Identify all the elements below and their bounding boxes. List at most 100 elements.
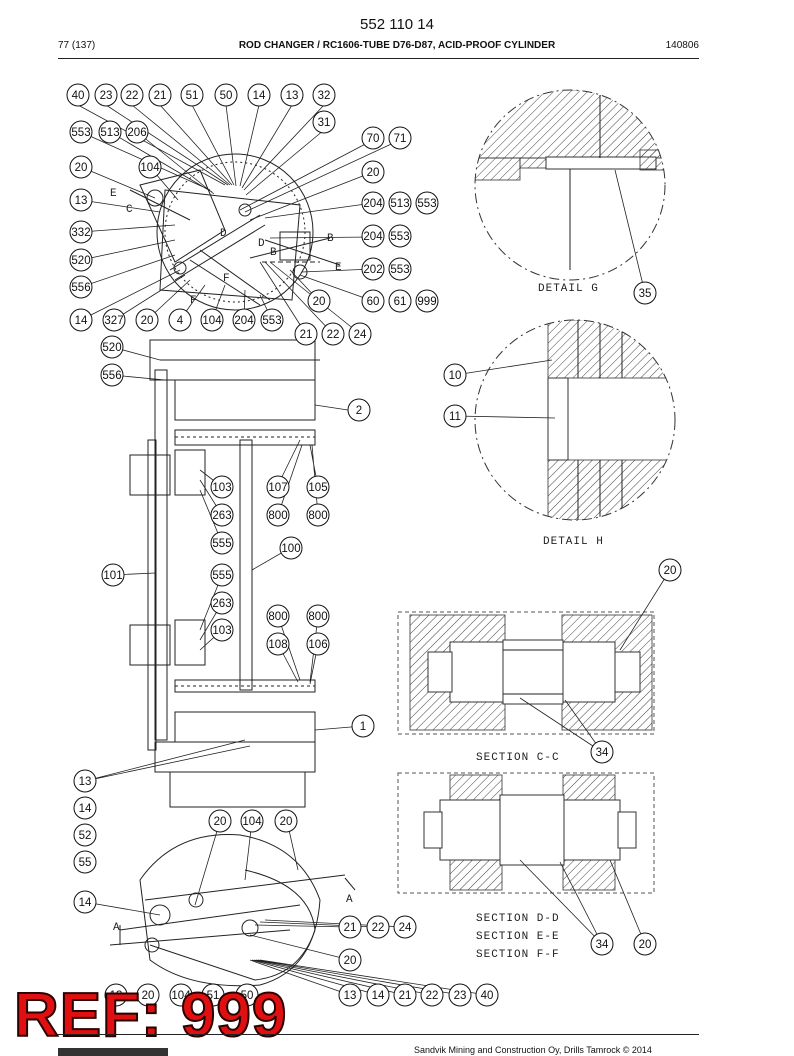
callout-label: 20 (313, 296, 326, 308)
detail-h-view: DETAIL H (474, 319, 676, 548)
callout-balloon: 13 (338, 983, 362, 1007)
callout-label: 21 (154, 90, 167, 102)
callout-balloon: 553 (260, 308, 284, 332)
callout-balloon: 10 (443, 363, 467, 387)
callout-label: 22 (426, 990, 439, 1002)
callout-label: 555 (212, 570, 231, 582)
callout-label: 23 (100, 90, 113, 102)
callout-balloon: 263 (210, 503, 234, 527)
callout-label: 14 (79, 803, 92, 815)
callout-label: 263 (212, 598, 231, 610)
callout-label: 332 (71, 227, 90, 239)
footer-copyright: Sandvik Mining and Construction Oy, Dril… (414, 1045, 652, 1055)
callout-balloon: 20 (274, 809, 298, 833)
callout-label: 20 (142, 990, 155, 1002)
bottom-view: A A (109, 834, 356, 987)
callout-balloon: 2 (347, 398, 371, 422)
callout-label: 51 (207, 990, 220, 1002)
callout-balloon: 51 (180, 83, 204, 107)
callout-balloon: 1 (351, 714, 375, 738)
callout-label: 31 (318, 117, 331, 129)
callout-balloon: 55 (73, 850, 97, 874)
view-marker-e: E (110, 188, 118, 200)
callout-label: 513 (390, 198, 409, 210)
callout-label: 20 (214, 816, 227, 828)
callout-label: 103 (212, 625, 231, 637)
callout-label: 553 (262, 315, 281, 327)
document-date: 140806 (665, 40, 699, 51)
callout-label: 20 (141, 315, 154, 327)
callout-label: 800 (308, 510, 327, 522)
callout-balloon: 107 (266, 475, 290, 499)
callout-balloon: 553 (388, 224, 412, 248)
callout-label: 34 (596, 939, 609, 951)
view-marker-b2: B (327, 233, 335, 245)
callout-balloon: 20 (633, 932, 657, 956)
callout-balloon: 50 (235, 983, 259, 1007)
callout-balloon: 104 (169, 983, 193, 1007)
callout-balloon: 204 (232, 308, 256, 332)
callout-label: 553 (390, 264, 409, 276)
callout-label: 50 (220, 90, 233, 102)
page-number: 77 (137) (58, 40, 96, 51)
callout-balloon: 13 (280, 83, 304, 107)
callout-label: 204 (363, 231, 383, 243)
detail-g-view: DETAIL G (474, 89, 666, 295)
callout-label: 553 (71, 127, 90, 139)
section-dd-label: SECTION D-D (476, 913, 560, 925)
callout-label: 10 (449, 370, 462, 382)
callout-label: 52 (79, 830, 92, 842)
callout-label: 101 (103, 570, 122, 582)
callout-label: 2 (356, 405, 362, 417)
leader-lines (77, 104, 671, 996)
callout-label: 24 (399, 922, 412, 934)
callout-label: 20 (75, 162, 88, 174)
section-cc-label: SECTION C-C (476, 752, 560, 764)
callouts: 40 23 22 21 51 50 14 13 32 31 553 513 20… (66, 83, 682, 1007)
callout-balloon: 202 (361, 257, 385, 281)
callout-balloon: 20 (208, 809, 232, 833)
callout-label: 11 (449, 411, 461, 423)
callout-balloon: 22 (420, 983, 444, 1007)
callout-label: 553 (417, 198, 436, 210)
callout-balloon: 103 (210, 475, 234, 499)
callout-label: 14 (75, 315, 88, 327)
callout-label: 556 (71, 282, 90, 294)
callout-balloon: 70 (361, 126, 385, 150)
document-number: 552 110 14 (360, 16, 434, 33)
callout-label: 104 (202, 315, 222, 327)
callout-label: 55 (79, 857, 92, 869)
callout-balloon: 556 (100, 363, 124, 387)
callout-balloon: 204 (361, 191, 385, 215)
callout-balloon: 104 (138, 155, 162, 179)
page-title: ROD CHANGER / RC1606-TUBE D76-D87, ACID-… (238, 40, 556, 51)
callout-label: 13 (344, 990, 357, 1002)
section-def-view: SECTION D-D SECTION E-E SECTION F-F (397, 772, 655, 961)
view-marker-b: B (270, 247, 278, 259)
callout-label: 999 (417, 296, 436, 308)
main-side-view (129, 339, 320, 808)
callout-balloon: 40 (475, 983, 499, 1007)
callout-label: 35 (639, 288, 652, 300)
callout-label: 23 (454, 990, 467, 1002)
callout-balloon: 206 (125, 120, 149, 144)
callout-label: 14 (372, 990, 385, 1002)
callout-label: 20 (280, 816, 293, 828)
callout-label: 32 (318, 90, 331, 102)
callout-label: 21 (300, 329, 313, 341)
callout-balloon: 104 (240, 809, 264, 833)
callout-label: 204 (363, 198, 383, 210)
callout-balloon: 800 (306, 604, 330, 628)
callout-balloon: 103 (210, 618, 234, 642)
callout-balloon: 34 (590, 932, 614, 956)
callout-label: 107 (268, 482, 287, 494)
callout-balloon: 20 (361, 160, 385, 184)
callout-balloon: 553 (388, 257, 412, 281)
callout-balloon: 553 (69, 120, 93, 144)
callout-balloon: 555 (210, 563, 234, 587)
callout-balloon: 40 (66, 83, 90, 107)
callout-label: 50 (241, 990, 254, 1002)
callout-balloon: 20 (136, 983, 160, 1007)
callout-label: 513 (100, 127, 119, 139)
callout-label: 70 (367, 133, 380, 145)
